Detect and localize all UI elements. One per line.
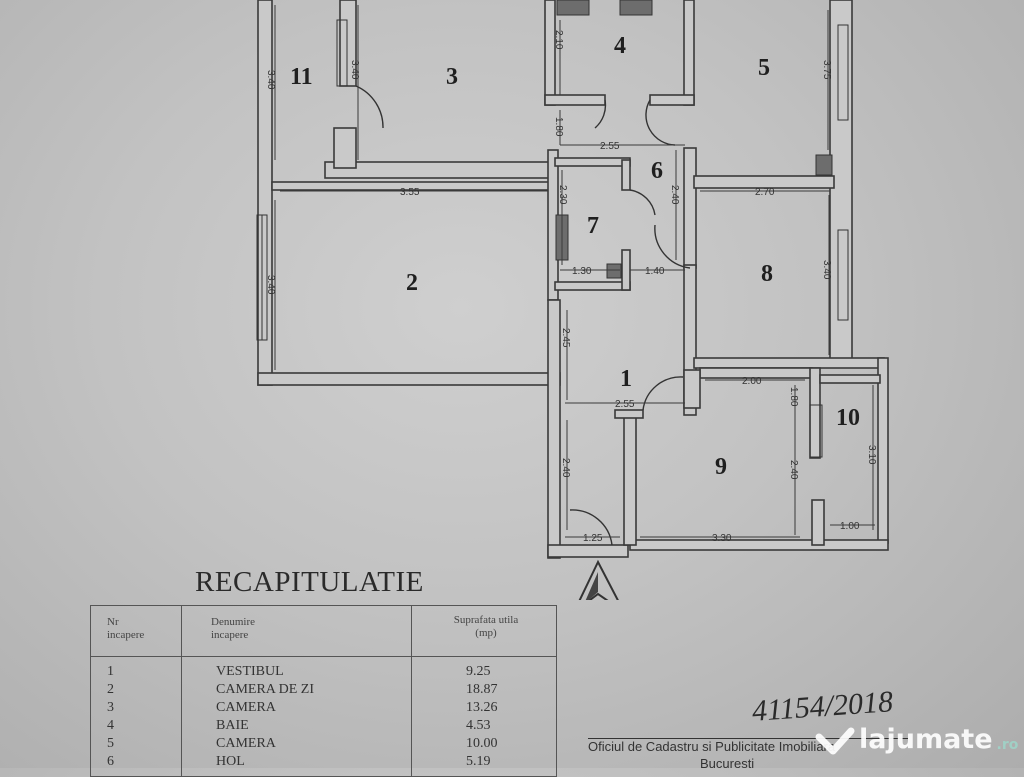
cell-area: 5.19 — [466, 754, 491, 769]
dimension-labels: 3.40 3.40 3.55 3.40 2.10 1.80 2.55 3.75 … — [265, 30, 877, 544]
cell-name: CAMERA — [216, 736, 276, 751]
north-arrow-icon — [578, 559, 619, 600]
cell-nr: 1 — [107, 664, 114, 679]
dim-label: 3.40 — [821, 260, 832, 280]
room-number: 3 — [446, 64, 458, 90]
dim-label: 2.55 — [615, 399, 635, 410]
column-divider — [411, 606, 412, 776]
room-number: 1 — [620, 366, 632, 392]
header-text: Nr — [107, 616, 119, 628]
cell-area: 10.00 — [466, 736, 498, 751]
table-row: 1 VESTIBUL 9.25 — [91, 664, 556, 680]
room-number: 2 — [406, 270, 418, 296]
cell-nr: 5 — [107, 736, 114, 751]
watermark-brand: lajumate — [859, 724, 993, 755]
cell-nr: 6 — [107, 754, 114, 769]
dim-label: 2.00 — [742, 376, 762, 387]
cell-name: BAIE — [216, 718, 249, 733]
table-row: 4 BAIE 4.53 — [91, 718, 556, 734]
dim-label: 2.45 — [560, 328, 571, 348]
dim-label: 1.40 — [645, 266, 665, 277]
dim-label: 1.25 — [583, 533, 603, 544]
dim-label: 1.30 — [572, 266, 592, 277]
cell-area: 18.87 — [466, 682, 498, 697]
dim-label: 3.40 — [265, 275, 276, 295]
header-text: incapere — [107, 629, 145, 641]
table-row: 3 CAMERA 13.26 — [91, 700, 556, 716]
dim-label: 3.10 — [866, 445, 877, 465]
room-numbers: 1 2 3 4 5 6 7 8 9 10 11 — [290, 33, 860, 480]
recap-table: Nr incapere Denumire incapere Suprafata … — [90, 605, 557, 777]
cell-area: 13.26 — [466, 700, 498, 715]
cell-name: HOL — [216, 754, 245, 769]
table-row: 2 CAMERA DE ZI 18.87 — [91, 682, 556, 698]
cell-area: 4.53 — [466, 718, 491, 733]
dim-label: 3.40 — [349, 60, 360, 80]
dim-label: 1.00 — [840, 521, 860, 532]
column-divider — [181, 606, 182, 776]
heart-check-icon — [815, 727, 855, 754]
room-number: 8 — [761, 261, 773, 287]
header-text: incapere — [211, 629, 249, 641]
recap-title: RECAPITULATIE — [195, 566, 424, 598]
header-name: Denumire incapere — [211, 616, 255, 642]
dim-label: 2.40 — [560, 458, 571, 478]
header-text: Suprafata utila — [453, 614, 519, 626]
dim-label: 2.55 — [600, 141, 620, 152]
header-text: Denumire — [211, 616, 255, 628]
brand-watermark: lajumate .ro — [815, 724, 1018, 755]
dim-label: 2.10 — [553, 30, 564, 50]
floor-plan: 3.40 3.40 3.55 3.40 2.10 1.80 2.55 3.75 … — [256, 0, 889, 600]
dim-label: 3.40 — [265, 70, 276, 90]
room-number: 7 — [587, 213, 599, 239]
dimension-lines — [274, 5, 875, 538]
header-divider — [91, 656, 556, 657]
dim-label: 3.75 — [821, 60, 832, 80]
table-row: 5 CAMERA 10.00 — [91, 736, 556, 752]
dim-label: 1.80 — [788, 387, 799, 407]
dim-label: 1.80 — [553, 117, 564, 137]
cell-nr: 2 — [107, 682, 114, 697]
cadastre-office-city: Bucuresti — [700, 756, 755, 771]
cell-name: CAMERA DE ZI — [216, 682, 314, 697]
cell-name: CAMERA — [216, 700, 276, 715]
header-text: (mp) — [475, 627, 497, 639]
header-nr: Nr incapere — [107, 616, 144, 642]
cell-nr: 3 — [107, 700, 114, 715]
dim-label: 3.55 — [400, 187, 420, 198]
room-number: 10 — [836, 405, 860, 431]
dim-label: 2.70 — [755, 187, 775, 198]
windows — [256, 19, 849, 458]
dim-label: 2.40 — [788, 460, 799, 480]
watermark-tld: .ro — [996, 736, 1019, 753]
walls — [257, 0, 889, 559]
dim-label: 3.30 — [712, 533, 732, 544]
doors — [355, 85, 691, 546]
table-row: 6 HOL 5.19 — [91, 754, 556, 770]
room-number: 5 — [758, 55, 770, 81]
room-number: 9 — [715, 454, 727, 480]
room-number: 4 — [614, 33, 626, 59]
dim-label: 2.40 — [669, 185, 680, 205]
room-number: 6 — [651, 158, 663, 184]
room-number: 11 — [290, 64, 313, 90]
handwritten-registration-number: 41154/2018 — [750, 685, 895, 728]
dim-label: 2.30 — [557, 185, 568, 205]
header-area: Suprafata utila (mp) — [431, 614, 541, 640]
cadastre-office-label: Oficiul de Cadastru si Publicitate Imobi… — [588, 738, 908, 754]
cell-area: 9.25 — [466, 664, 491, 679]
cell-name: VESTIBUL — [216, 664, 284, 679]
cell-nr: 4 — [107, 718, 114, 733]
